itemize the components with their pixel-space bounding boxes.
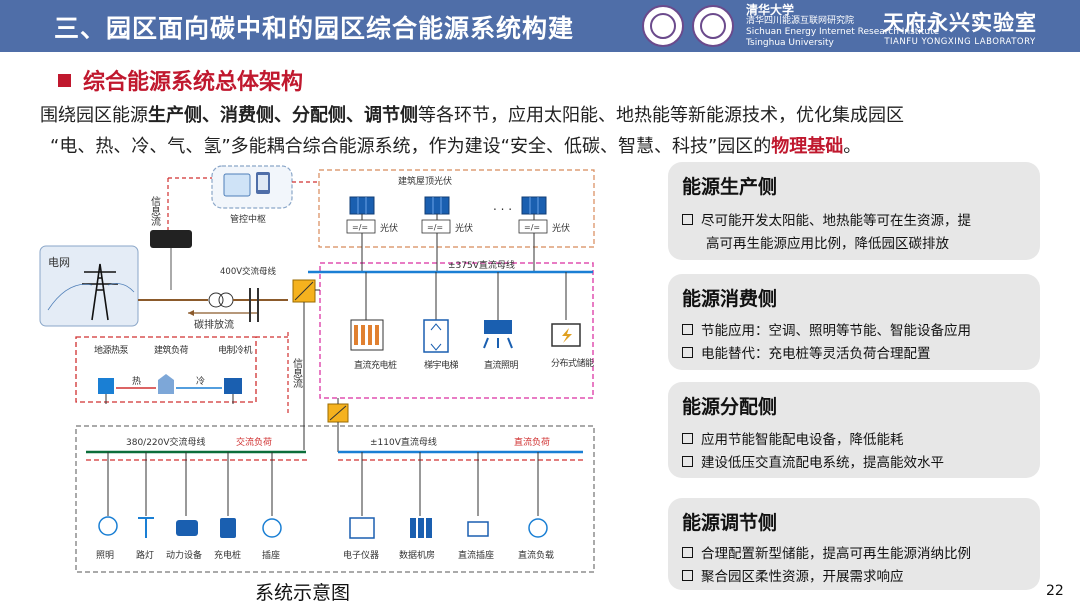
svg-text:光伏: 光伏	[552, 222, 570, 234]
svg-text:直流充电桩: 直流充电桩	[354, 359, 397, 371]
svg-text:电子仪器: 电子仪器	[343, 549, 379, 561]
svg-text:梯宇电梯: 梯宇电梯	[424, 359, 459, 371]
dc-lighting: 直流照明	[483, 272, 519, 371]
lab-logo: 天府永兴实验室 TIANFU YONGXING LABORATORY	[883, 11, 1037, 47]
checkbox-icon	[682, 456, 693, 467]
carbon-flow-label: 碳排放流	[194, 318, 234, 331]
institute-logo-icon	[692, 5, 734, 47]
svg-text:充电桩: 充电桩	[214, 549, 241, 561]
card-regulation: 能源调节侧 合理配置新型储能，提高可再生能源消纳比例 聚合园区柔性资源，开展需求…	[668, 498, 1040, 590]
svg-text:路灯: 路灯	[136, 549, 154, 561]
svg-text:电制冷机: 电制冷机	[218, 344, 253, 356]
dc-375v-label: ±375V直流母线	[448, 259, 515, 271]
svg-text:电网: 电网	[48, 256, 70, 269]
svg-text:光伏: 光伏	[455, 222, 473, 234]
grid-box: 电网	[39, 245, 139, 327]
institute-name: 清华大学 清华四川能源互联网研究院 Sichuan Energy Interne…	[746, 3, 940, 48]
dc-load-label: 直流负荷	[514, 436, 550, 448]
svg-text:照明: 照明	[96, 550, 114, 561]
ac-load-label: 交流负荷	[236, 436, 272, 448]
svg-text:信息流: 信息流	[291, 358, 303, 389]
storage: 分布式储能	[551, 272, 595, 369]
svg-text:直流插座: 直流插座	[458, 549, 494, 561]
svg-text:动力设备: 动力设备	[166, 549, 202, 561]
svg-text:冷: 冷	[196, 375, 205, 387]
pv-panel-2: =/= 光伏	[421, 196, 473, 272]
svg-text:直流负载: 直流负载	[518, 549, 554, 561]
dc-loads: 电子仪器 数据机房 直流插座 直流负载	[343, 452, 554, 561]
page-title: 三、园区面向碳中和的园区综合能源系统构建	[54, 14, 575, 43]
ac-380v-label: 380/220V交流母线	[126, 436, 206, 448]
elevator: 梯宇电梯	[423, 272, 459, 371]
svg-text:=/=: =/=	[352, 223, 368, 232]
pv-panel-1: =/= 光伏	[346, 196, 398, 272]
checkbox-icon	[682, 570, 693, 581]
ac-400v-label: 400V交流母线	[220, 266, 277, 277]
control-center: 管控中枢	[211, 165, 293, 225]
card-consumption: 能源消费侧 节能应用：空调、照明等节能、智能设备应用 电能替代：充电桩等灵活负荷…	[668, 274, 1040, 370]
section-title: 综合能源系统总体架构	[58, 64, 303, 96]
svg-text:数据机房: 数据机房	[399, 549, 435, 561]
card-production: 能源生产侧 尽可能开发太阳能、地热能等可在生资源，提 高可再生能源应用比例，降低…	[668, 162, 1040, 260]
header-bar: 三、园区面向碳中和的园区综合能源系统构建 清华大学 清华四川能源互联网研究院 S…	[0, 0, 1080, 52]
svg-text:管控中枢: 管控中枢	[230, 213, 266, 225]
svg-text:光伏: 光伏	[380, 222, 398, 234]
svg-text:分布式储能: 分布式储能	[551, 357, 594, 369]
pv-panel-3: =/= 光伏	[518, 196, 570, 272]
intro-paragraph: 围绕园区能源生产侧、消费侧、分配侧、调节侧等各环节，应用太阳能、地热能等新能源技…	[40, 105, 904, 157]
svg-text:信息流: 信息流	[149, 196, 161, 227]
card-distribution: 能源分配侧 应用节能智能配电设备，降低能耗 建设低压交直流配电系统，提高能效水平	[668, 382, 1040, 478]
checkbox-icon	[682, 324, 693, 335]
svg-text:. . .: . . .	[493, 199, 512, 213]
checkbox-icon	[682, 547, 693, 558]
ac-loads: 照明 路灯 动力设备 充电桩 插座	[96, 452, 282, 561]
svg-text:插座: 插座	[262, 549, 280, 561]
svg-text:建筑负荷: 建筑负荷	[154, 344, 189, 356]
checkbox-icon	[682, 433, 693, 444]
svg-text:地源热泵: 地源热泵	[94, 344, 129, 356]
svg-text:热: 热	[132, 375, 141, 387]
diagram-caption: 系统示意图	[255, 582, 351, 604]
page-number: 22	[1046, 583, 1064, 599]
checkbox-icon	[682, 347, 693, 358]
system-diagram: 建筑屋顶光伏 =/= 光伏 =/= 光伏 . . . =/= 光伏 ±375V直…	[39, 165, 595, 573]
dc-110v-label: ±110V直流母线	[370, 436, 437, 448]
tsinghua-logo-icon	[642, 5, 684, 47]
svg-text:直流照明: 直流照明	[484, 359, 519, 371]
dc-charger: 直流充电桩	[350, 272, 398, 371]
roof-pv-label: 建筑屋顶光伏	[398, 175, 452, 187]
checkbox-icon	[682, 214, 693, 225]
svg-text:=/=: =/=	[524, 223, 540, 232]
red-square-icon	[58, 74, 71, 87]
svg-text:=/=: =/=	[427, 223, 443, 232]
